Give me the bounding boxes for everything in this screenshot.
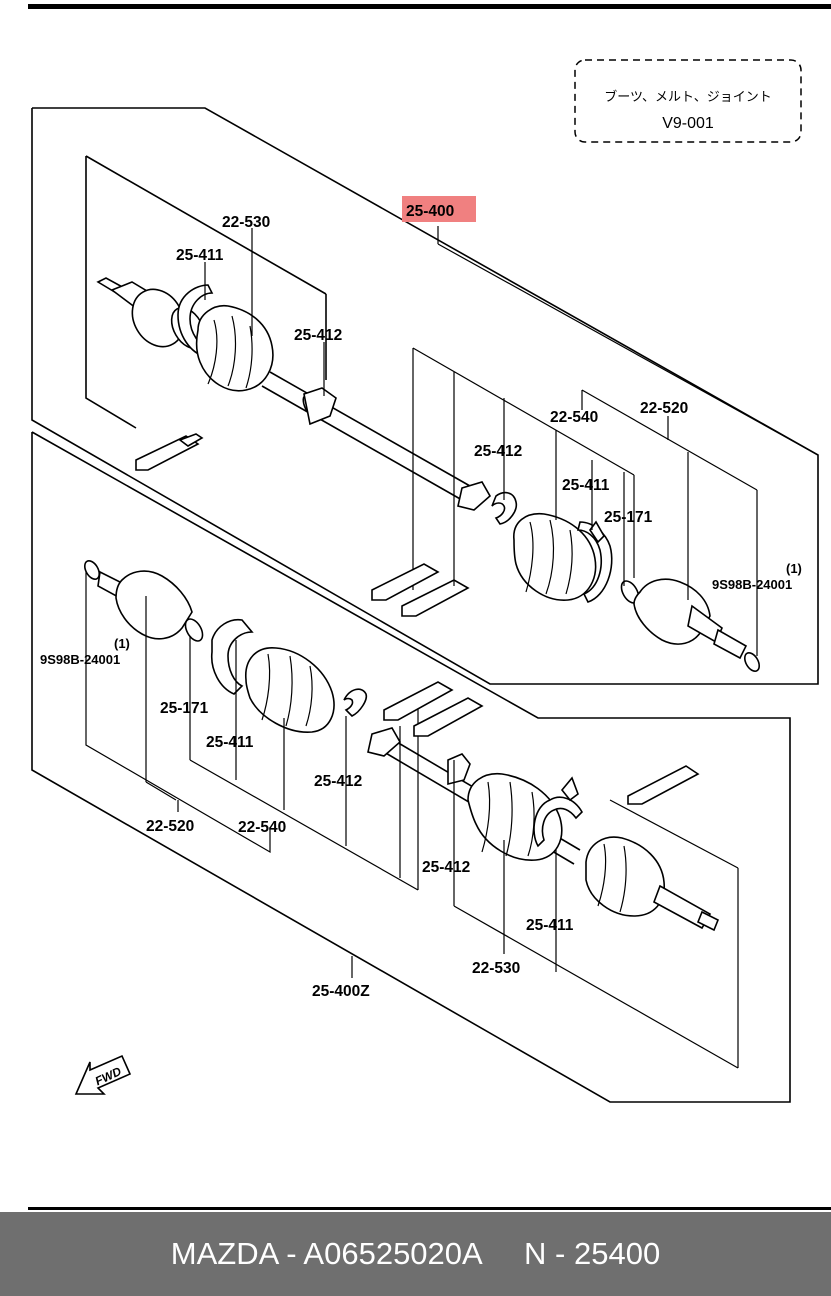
label-22-520-upper[interactable]: 22-520	[640, 400, 688, 417]
label-ref-qty-lower: (1)	[114, 636, 130, 651]
label-25-171-lower[interactable]: 25-171	[160, 700, 209, 717]
label-ref-qty-upper: (1)	[786, 561, 802, 576]
note-line2: V9-001	[662, 115, 714, 132]
label-25-412-lower-b[interactable]: 25-412	[422, 859, 470, 876]
upper-labels: 25-400 22-530 25-411 25-412 22-540 22-52…	[176, 196, 802, 592]
footer-bar: MAZDA - A06525020A N - 25400	[0, 1212, 831, 1296]
parts-diagram: ブーツ、メルト、ジョイント V9-001	[31, 59, 819, 1103]
label-25-412-lower-a[interactable]: 25-412	[314, 773, 362, 790]
lower-assembly-frame	[31, 431, 791, 1103]
upper-leaders	[204, 226, 819, 600]
label-25-411-upper-b[interactable]: 25-411	[562, 477, 610, 494]
lower-labels: (1) 9S98B-24001 25-171 25-411 25-412 22-…	[40, 636, 574, 1000]
lower-grease-tubes	[383, 681, 700, 805]
label-25-400[interactable]: 25-400	[406, 203, 454, 220]
label-22-530-lower[interactable]: 22-530	[472, 960, 520, 977]
label-9s98b-lower[interactable]: 9S98B-24001	[40, 652, 120, 667]
footer-text: MAZDA - A06525020A N - 25400	[170, 1236, 661, 1271]
label-25-400z[interactable]: 25-400Z	[312, 983, 370, 1000]
label-25-411-upper-a[interactable]: 25-411	[176, 247, 224, 264]
top-border	[28, 4, 831, 9]
bottom-border	[28, 1207, 831, 1210]
label-25-411-lower-b[interactable]: 25-411	[526, 917, 574, 934]
upper-grease-tubes	[135, 433, 470, 617]
note-box: ブーツ、メルト、ジョイント V9-001	[574, 59, 802, 143]
lower-leaders	[145, 596, 557, 978]
label-25-411-lower-a[interactable]: 25-411	[206, 734, 254, 751]
label-22-540-lower[interactable]: 22-540	[238, 819, 286, 836]
note-line1: ブーツ、メルト、ジョイント	[604, 89, 771, 105]
label-9s98b-upper[interactable]: 9S98B-24001	[712, 577, 792, 592]
upper-shaft-drawing	[96, 277, 761, 672]
fwd-arrow-icon: FWD	[74, 1054, 132, 1095]
label-25-412-upper-b[interactable]: 25-412	[474, 443, 522, 460]
label-25-171-upper[interactable]: 25-171	[604, 509, 653, 526]
label-22-520-lower[interactable]: 22-520	[146, 818, 194, 835]
label-25-412-upper-a[interactable]: 25-412	[294, 327, 342, 344]
upper-assembly-frame	[31, 107, 819, 685]
highlight-box	[402, 196, 476, 222]
label-22-530-upper[interactable]: 22-530	[222, 214, 270, 231]
lower-shaft-drawing	[83, 560, 720, 932]
label-22-540-upper[interactable]: 22-540	[550, 409, 598, 426]
